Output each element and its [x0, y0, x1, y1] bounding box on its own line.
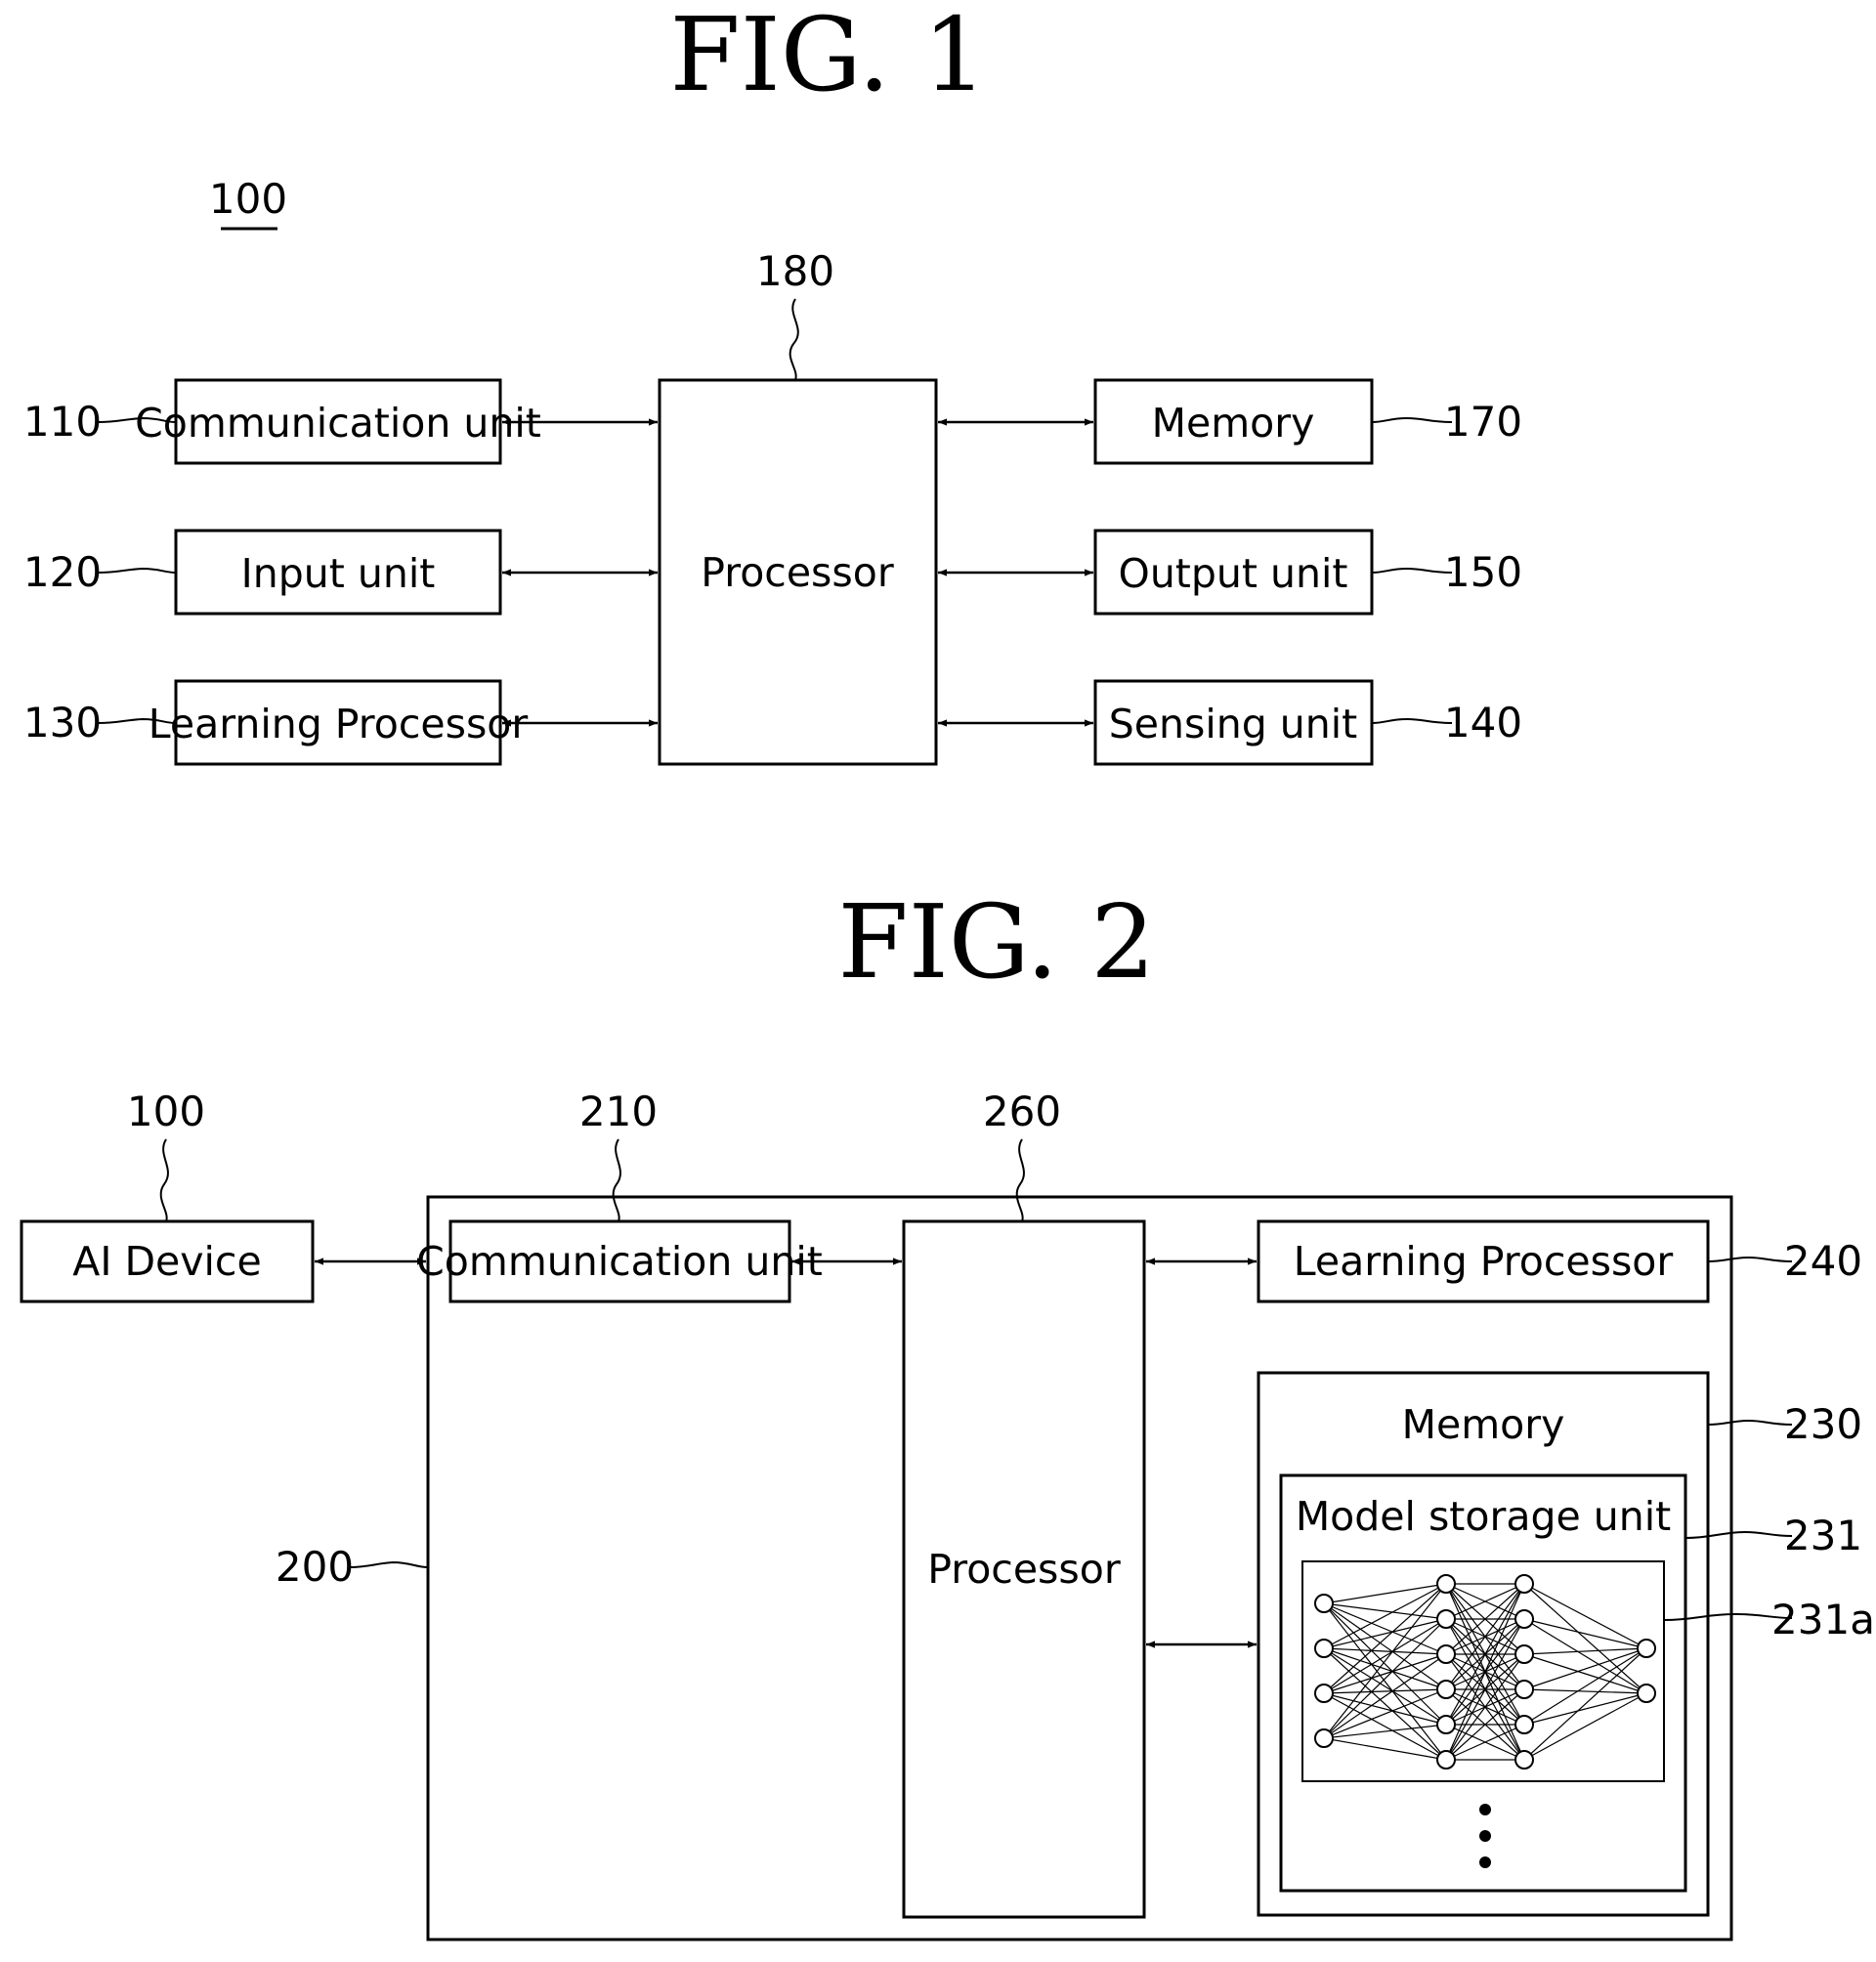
nn-node [1638, 1685, 1655, 1702]
nn-connection [1324, 1648, 1446, 1689]
fig1-sensing-unit-label: Sensing unit [1109, 701, 1357, 747]
fig2-learning-processor-ref: 240 [1784, 1237, 1862, 1285]
fig2-processor-ref: 260 [983, 1088, 1061, 1135]
leader-line [1372, 418, 1452, 422]
nn-connection [1324, 1738, 1446, 1760]
nn-connection [1324, 1603, 1446, 1725]
leader-line [1708, 1258, 1792, 1261]
nn-node [1515, 1751, 1533, 1769]
fig2-model-storage-unit-label: Model storage unit [1296, 1493, 1671, 1540]
fig2-learning-processor-label: Learning Processor [1294, 1238, 1674, 1285]
leader-line [1685, 1532, 1792, 1538]
fig2-communication-unit-ref: 210 [579, 1088, 658, 1135]
fig1-learning-processor-label: Learning Processor [149, 701, 529, 747]
fig1-title: FIG. 1 [670, 0, 988, 114]
fig2-processor-label: Processor [927, 1546, 1121, 1593]
fig1-output-unit-label: Output unit [1119, 550, 1348, 597]
nn-node [1315, 1685, 1333, 1702]
fig2-title: FIG. 2 [838, 882, 1156, 1002]
nn-connection [1324, 1584, 1446, 1738]
fig1-input-unit-ref: 120 [23, 548, 102, 596]
nn-connection [1324, 1619, 1446, 1648]
nn-connection [1324, 1648, 1446, 1654]
nn-node [1315, 1595, 1333, 1612]
fig1-memory-label: Memory [1152, 400, 1315, 447]
fig1-processor-ref: 180 [756, 247, 834, 295]
fig1-device-ref: 100 [209, 175, 287, 223]
leader-line [1017, 1139, 1024, 1221]
fig1-communication-unit-ref: 110 [23, 398, 102, 446]
nn-connection [1524, 1648, 1646, 1760]
leader-line [1372, 719, 1452, 723]
ellipsis-dot [1479, 1830, 1491, 1842]
nn-node [1515, 1610, 1533, 1628]
fig1-communication-unit-label: Communication unit [135, 400, 541, 447]
fig1-sensing-unit-ref: 140 [1444, 699, 1522, 746]
fig1-processor-label: Processor [701, 549, 894, 596]
nn-node [1638, 1640, 1655, 1657]
leader-line [98, 569, 176, 573]
fig2-more-models-ellipsis [1479, 1804, 1491, 1868]
nn-node [1437, 1575, 1455, 1593]
ellipsis-dot [1479, 1856, 1491, 1868]
fig2-model-ref: 231a [1771, 1596, 1875, 1643]
figure-2: FIG. 2 AI Device 100 200 Communication u… [21, 882, 1875, 1940]
nn-connection [1324, 1689, 1446, 1693]
nn-connection [1524, 1648, 1646, 1654]
nn-connection [1524, 1648, 1646, 1689]
nn-node [1437, 1751, 1455, 1769]
nn-node [1515, 1716, 1533, 1733]
nn-connection [1524, 1619, 1646, 1648]
nn-node [1515, 1681, 1533, 1698]
fig1-input-unit-label: Input unit [241, 550, 436, 597]
neural-network-connections [1324, 1584, 1646, 1760]
nn-node [1315, 1729, 1333, 1747]
nn-node [1437, 1681, 1455, 1698]
leader-line [161, 1139, 168, 1221]
fig1-learning-processor-ref: 130 [23, 699, 102, 746]
fig2-model-storage-unit-ref: 231 [1784, 1512, 1862, 1559]
nn-node [1437, 1610, 1455, 1628]
leader-line [1708, 1421, 1792, 1425]
fig2-ai-device-label: AI Device [72, 1238, 261, 1285]
leader-line [614, 1139, 620, 1221]
nn-node [1437, 1645, 1455, 1663]
nn-node [1437, 1716, 1455, 1733]
nn-node [1515, 1575, 1533, 1593]
ellipsis-dot [1479, 1804, 1491, 1815]
fig2-communication-unit-label: Communication unit [416, 1238, 823, 1285]
fig2-memory-label: Memory [1402, 1401, 1565, 1448]
nn-connection [1524, 1619, 1646, 1693]
nn-connection [1324, 1648, 1446, 1760]
leader-line [790, 299, 798, 380]
nn-node [1315, 1640, 1333, 1657]
fig1-output-unit-ref: 150 [1444, 548, 1522, 596]
nn-connection [1524, 1693, 1646, 1725]
figure-1: FIG. 1 100 Processor 180 Communication u… [23, 0, 1522, 764]
fig2-ai-device-ref: 100 [127, 1088, 205, 1135]
nn-connection [1524, 1689, 1646, 1693]
leader-line [1372, 569, 1452, 573]
fig2-server-ref: 200 [276, 1543, 354, 1591]
fig2-memory-ref: 230 [1784, 1400, 1862, 1448]
leader-line [350, 1562, 428, 1567]
fig1-memory-ref: 170 [1444, 398, 1522, 446]
nn-node [1515, 1645, 1533, 1663]
